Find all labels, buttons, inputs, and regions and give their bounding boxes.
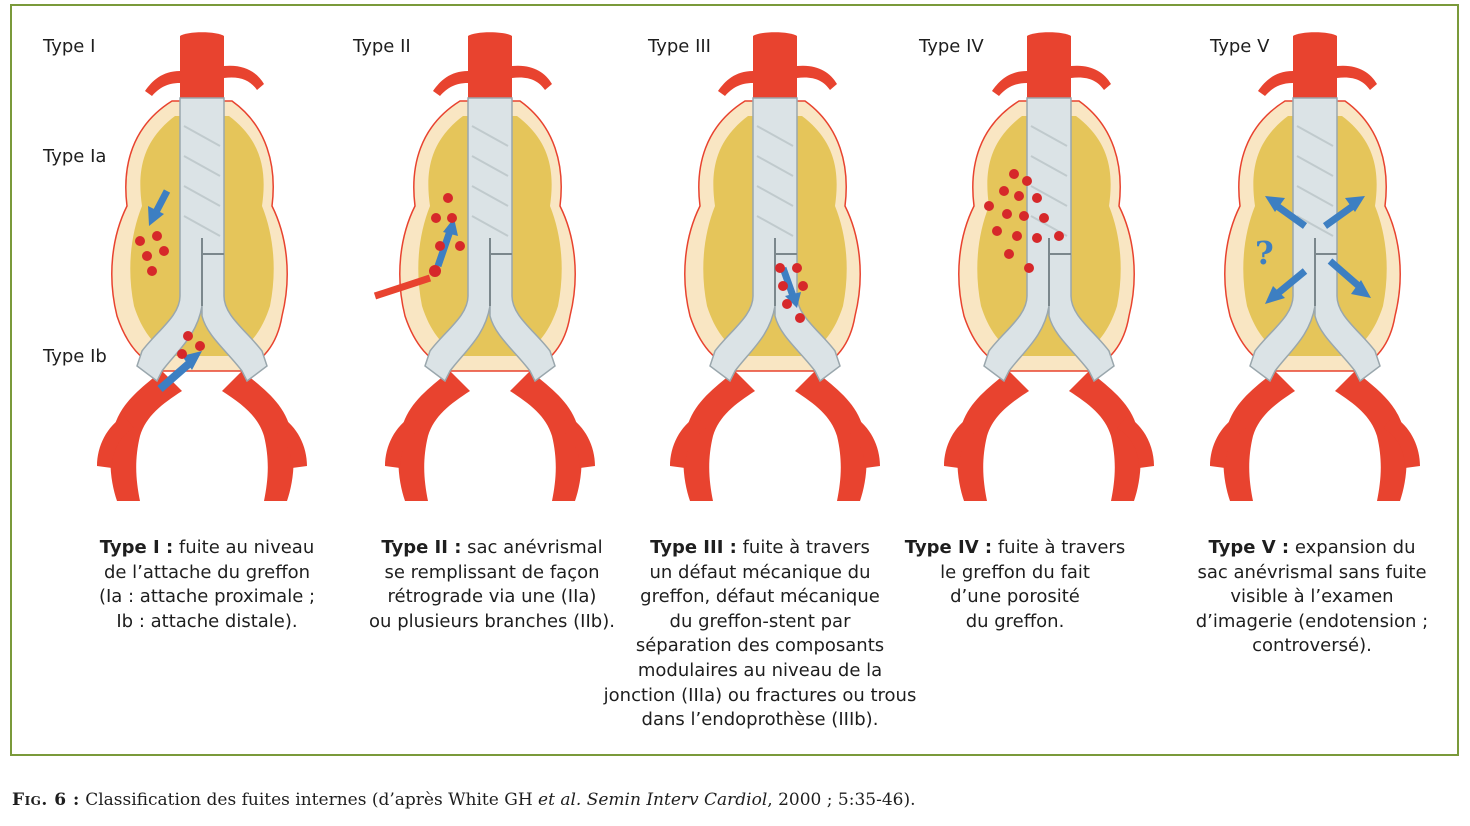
aneurysm-illustration-type-1 bbox=[96, 31, 308, 502]
desc-line: controversé). bbox=[1252, 635, 1372, 657]
desc-line: rétrograde via une (IIa) bbox=[387, 586, 597, 608]
desc-line: ou plusieurs branches (IIb). bbox=[369, 610, 615, 632]
desc-line: greffon, défaut mécanique bbox=[640, 586, 880, 608]
panel-title: Type IV bbox=[919, 36, 984, 57]
desc-line: fuite au niveau bbox=[173, 537, 315, 558]
panel-title: Type II bbox=[353, 36, 411, 57]
panel-type-3: Type III Type III : fuite à travers un d… bbox=[585, 6, 916, 758]
desc-line: le greffon du fait bbox=[940, 561, 1090, 583]
figure-label: Fig. 6 : bbox=[12, 790, 80, 810]
panel-type-5: ? Type V Type V : expansion du sac anévr… bbox=[1125, 6, 1428, 758]
panel-type-4: Type IV Type IV : fuite à travers le gre… bbox=[859, 6, 1155, 758]
caption-text: Classification des fuites internes (d’ap… bbox=[79, 790, 539, 810]
desc-line: se remplissant de façon bbox=[384, 561, 600, 583]
desc-line: (Ia : attache proximale ; bbox=[98, 586, 316, 608]
panel-title: Type I bbox=[43, 36, 96, 57]
aneurysm-illustration-type-3 bbox=[669, 31, 881, 502]
desc-line: modulaires au niveau de la bbox=[637, 659, 883, 681]
desc-line: fuite à travers bbox=[736, 537, 870, 558]
panel-type-2: Type II Type II : sac anévrismal se remp… bbox=[300, 6, 615, 758]
desc-line: Ib : attache distale). bbox=[116, 610, 298, 632]
sublabel-type-ia: Type Ia bbox=[43, 146, 107, 167]
figure-frame: Type I Type Ia Type Ib Type I : fuite au… bbox=[10, 4, 1459, 756]
panel-description: Type I : fuite au niveau de l’attache du… bbox=[42, 536, 372, 634]
desc-title: Type III : bbox=[650, 537, 737, 558]
aneurysm-illustration-type-5: ? bbox=[1209, 31, 1421, 502]
svg-text:?: ? bbox=[1255, 234, 1274, 272]
caption-citation: et al. Semin Interv Cardiol bbox=[538, 790, 768, 810]
desc-line: de l’attache du greffon bbox=[103, 561, 311, 583]
caption-text-end: , 2000 ; 5:35-46). bbox=[767, 790, 916, 810]
desc-title: Type V : bbox=[1208, 537, 1290, 558]
desc-line: sac anévrismal bbox=[461, 537, 603, 558]
desc-line: séparation des composants bbox=[635, 635, 885, 657]
desc-line: d’une porosité bbox=[950, 586, 1080, 608]
panel-title: Type V bbox=[1210, 36, 1270, 57]
panel-description: Type V : expansion du sac anévrismal san… bbox=[1147, 536, 1470, 659]
desc-line: un défaut mécanique du bbox=[649, 561, 871, 583]
leak-markers-type-2 bbox=[373, 193, 465, 300]
desc-title: Type I : bbox=[99, 537, 174, 558]
desc-line: d’imagerie (endotension ; bbox=[1195, 610, 1429, 632]
aneurysm-illustration-type-2 bbox=[373, 31, 596, 502]
desc-line: visible à l’examen bbox=[1230, 586, 1394, 608]
aneurysm-illustration-type-4 bbox=[943, 31, 1155, 502]
sublabel-type-ib: Type Ib bbox=[43, 346, 107, 367]
leak-markers-type-3 bbox=[775, 263, 808, 323]
panel-description: Type II : sac anévrismal se remplissant … bbox=[327, 536, 657, 634]
desc-line: jonction (IIIa) ou fractures ou trous bbox=[603, 684, 917, 706]
panel-type-1: Type I Type Ia Type Ib Type I : fuite au… bbox=[12, 6, 315, 758]
panel-title: Type III bbox=[648, 36, 711, 57]
desc-title: Type II : bbox=[381, 537, 462, 558]
desc-title: Type IV : bbox=[904, 537, 993, 558]
desc-line: sac anévrismal sans fuite bbox=[1197, 561, 1427, 583]
desc-line: du greffon-stent par bbox=[669, 610, 851, 632]
desc-line: fuite à travers bbox=[992, 537, 1126, 558]
leak-markers-type-1 bbox=[135, 189, 205, 393]
desc-line: dans l’endoprothèse (IIIb). bbox=[641, 709, 879, 731]
panel-description: Type III : fuite à travers un défaut méc… bbox=[595, 536, 925, 733]
figure-caption: Fig. 6 : Classification des fuites inter… bbox=[12, 790, 916, 810]
leak-markers-type-5: ? bbox=[1255, 196, 1371, 304]
desc-line: du greffon. bbox=[965, 610, 1065, 632]
desc-line: expansion du bbox=[1289, 537, 1416, 558]
panel-description: Type IV : fuite à travers le greffon du … bbox=[850, 536, 1180, 634]
leak-markers-type-4 bbox=[984, 169, 1064, 273]
